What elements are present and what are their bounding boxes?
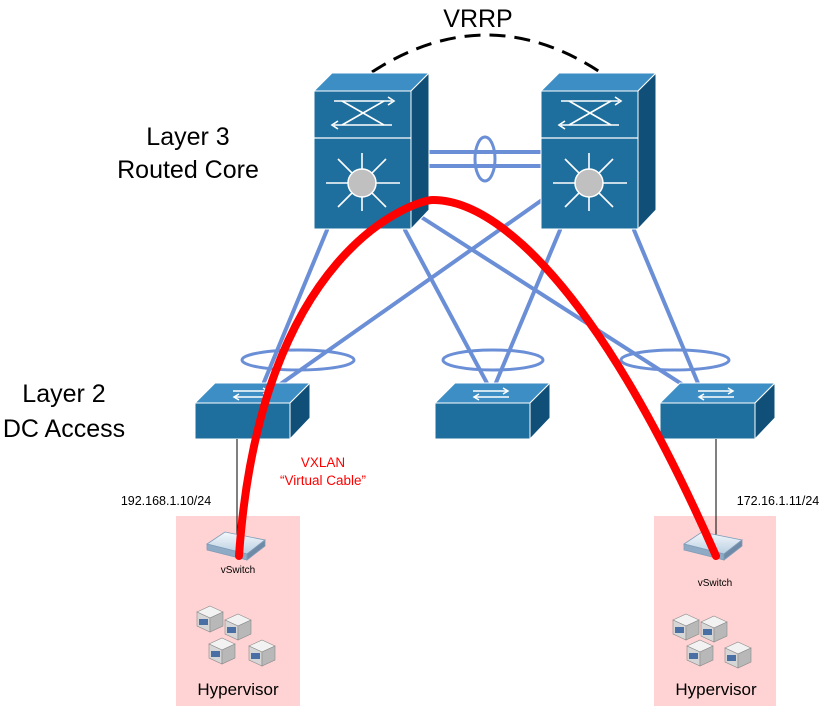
access-switch-left bbox=[193, 381, 312, 441]
layer2-label-line1: Layer 2 bbox=[22, 380, 105, 408]
vm-cube-icon bbox=[724, 641, 752, 669]
vm-cube-icon bbox=[196, 605, 224, 633]
vm-cube-icon bbox=[224, 613, 252, 641]
layer3-label-line2: Routed Core bbox=[117, 156, 259, 184]
vm-cube-icon bbox=[686, 639, 714, 667]
vm-cube-icon bbox=[248, 639, 276, 667]
port-channel-acc1 bbox=[240, 348, 356, 372]
hypervisor-label-left: Hypervisor bbox=[197, 680, 279, 699]
vxlan-label-line1: VXLAN bbox=[301, 455, 345, 470]
access-switch-right bbox=[658, 381, 777, 441]
vm-cube-icon bbox=[208, 637, 236, 665]
port-channel-acc2 bbox=[441, 348, 545, 372]
vswitch-label-left: vSwitch bbox=[221, 565, 255, 576]
vxlan-label-line2: “Virtual Cable” bbox=[280, 473, 366, 488]
port-channel-core bbox=[473, 135, 497, 183]
port-channel-acc3 bbox=[619, 348, 731, 372]
link-core2-acc1 bbox=[270, 198, 544, 392]
host-ip-right: 172.16.1.11/24 bbox=[737, 494, 820, 508]
hypervisor-label-right: Hypervisor bbox=[675, 680, 757, 699]
vm-cube-icon bbox=[700, 615, 728, 643]
vm-cube-icon bbox=[672, 613, 700, 641]
vrrp-arc bbox=[371, 33, 601, 74]
layer3-label-line1: Layer 3 bbox=[146, 123, 229, 151]
core-switch-right bbox=[539, 71, 658, 231]
link-core2-acc3 bbox=[632, 228, 702, 390]
vxlan-tunnel-arc bbox=[235, 195, 720, 560]
link-core2-acc2 bbox=[493, 228, 562, 387]
link-core1-acc2 bbox=[403, 228, 490, 387]
vrrp-label: VRRP bbox=[443, 5, 512, 33]
link-core1-acc3 bbox=[416, 213, 690, 390]
host-ip-left: 192.168.1.10/24 bbox=[121, 494, 211, 508]
core-switch-left bbox=[312, 71, 431, 231]
access-switch-middle bbox=[433, 381, 552, 441]
uplinks bbox=[260, 150, 702, 392]
link-core1-acc1 bbox=[260, 228, 329, 389]
layer2-label-line2: DC Access bbox=[3, 415, 125, 443]
vswitch-label-right: vSwitch bbox=[698, 578, 732, 589]
